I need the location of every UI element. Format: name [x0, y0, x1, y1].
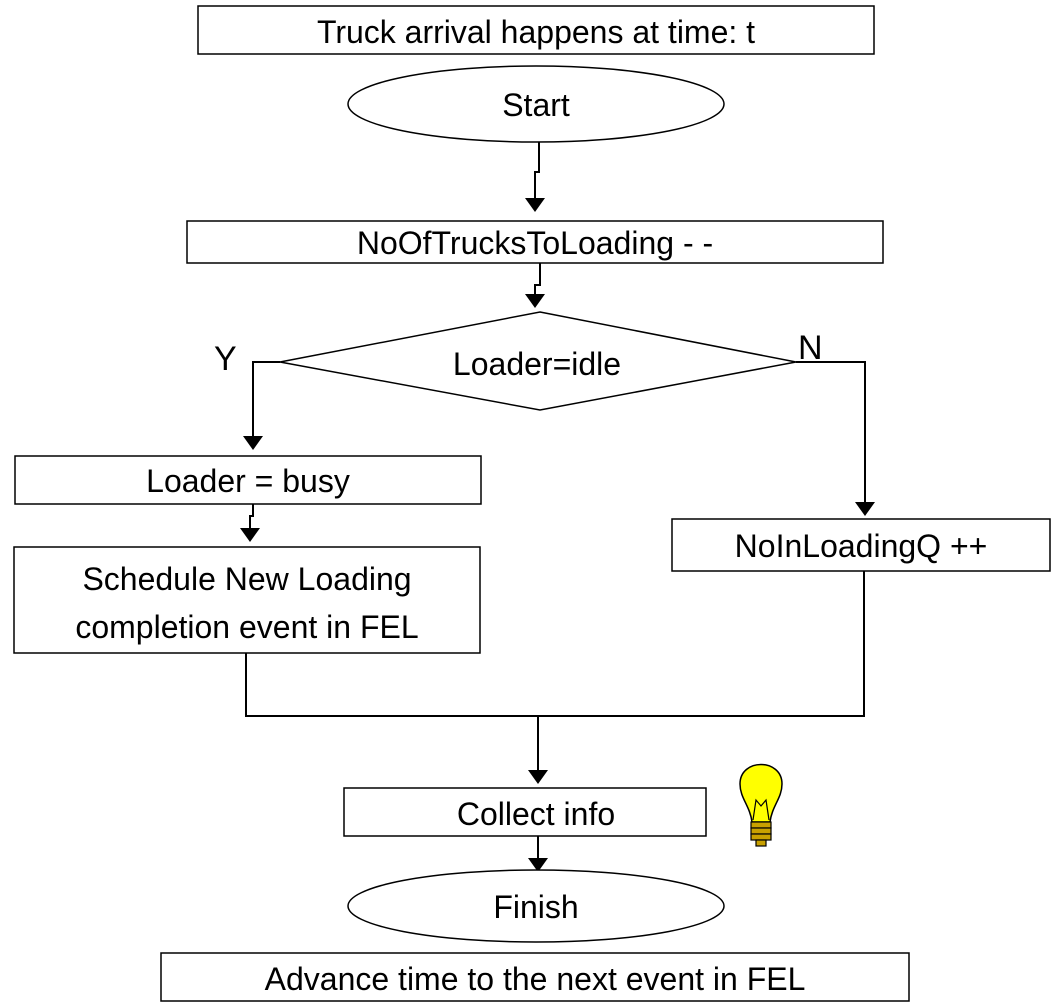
decrement-step-label: NoOfTrucksToLoading - - [357, 225, 713, 261]
connector-yes-to-busy [243, 361, 280, 450]
busy-step-label: Loader = busy [146, 463, 350, 499]
no-branch-label: N [798, 329, 823, 367]
decision-diamond: Loader=idle [279, 311, 797, 411]
schedule-step-line2: completion event in FEL [75, 609, 418, 645]
connector-merge [245, 571, 865, 784]
finish-label: Finish [493, 889, 578, 925]
connector-no-to-queue [796, 361, 875, 516]
finish-terminator: Finish [347, 869, 725, 943]
queue-step-box: NoInLoadingQ ++ [671, 518, 1051, 572]
decision-label: Loader=idle [453, 346, 621, 382]
busy-step-box: Loader = busy [14, 455, 482, 505]
collect-step-label: Collect info [457, 796, 615, 832]
lightbulb-icon [739, 763, 783, 847]
start-label: Start [502, 87, 570, 123]
queue-step-label: NoInLoadingQ ++ [735, 528, 988, 564]
start-terminator: Start [347, 65, 725, 143]
schedule-step-line1: Schedule New Loading [82, 561, 411, 597]
header-box: Truck arrival happens at time: t [197, 5, 875, 55]
collect-step-box: Collect info [343, 787, 707, 837]
schedule-step-box: Schedule New Loading completion event in… [13, 546, 481, 654]
yes-branch-label: Y [214, 340, 237, 378]
footer-label: Advance time to the next event in FEL [265, 961, 806, 997]
connector-decrement-to-decision [525, 263, 545, 308]
connector-collect-to-finish [528, 836, 548, 872]
decrement-step-box: NoOfTrucksToLoading - - [186, 220, 884, 264]
header-label: Truck arrival happens at time: t [317, 14, 755, 50]
connector-start-to-decrement [525, 142, 545, 212]
footer-box: Advance time to the next event in FEL [160, 952, 910, 1002]
connector-busy-to-schedule [240, 504, 260, 542]
